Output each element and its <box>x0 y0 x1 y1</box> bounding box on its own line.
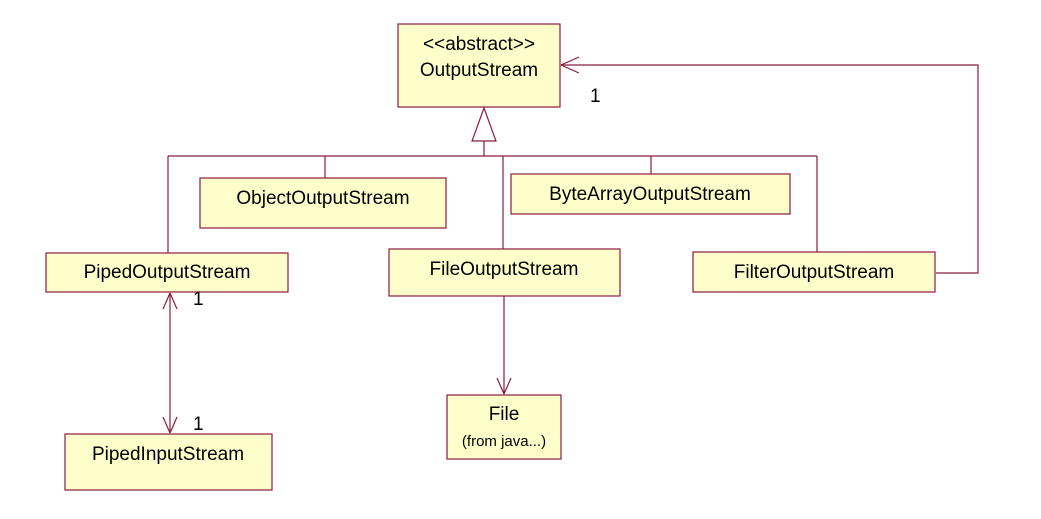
filter-to-outputstream-association <box>560 56 979 274</box>
class-outputstream: <<abstract>> OutputStream <box>397 23 561 108</box>
class-filteroutputstream: FilterOutputStream <box>692 251 936 293</box>
pipedoutputstream-name: PipedOutputStream <box>84 262 251 283</box>
fileoutputstream-to-file-association <box>496 296 512 395</box>
class-pipedinputstream: PipedInputStream <box>64 433 273 491</box>
objectoutputstream-name: ObjectOutputStream <box>236 188 409 209</box>
file-name: File <box>489 404 520 425</box>
outputstream-name: OutputStream <box>420 60 538 81</box>
multiplicity-filter-to-output: 1 <box>590 86 601 107</box>
outputstream-stereotype: <<abstract>> <box>423 34 535 55</box>
class-fileoutputstream: FileOutputStream <box>388 248 621 297</box>
multiplicity-piped-output-end: 1 <box>193 289 204 310</box>
pipedinputstream-name: PipedInputStream <box>92 444 244 465</box>
bytearrayoutputstream-name: ByteArrayOutputStream <box>549 184 751 205</box>
class-pipedoutputstream: PipedOutputStream <box>45 252 289 293</box>
piped-bidirectional-association <box>162 292 178 434</box>
generalization-arrowhead <box>471 106 497 142</box>
class-bytearrayoutputstream: ByteArrayOutputStream <box>510 173 791 215</box>
class-objectoutputstream: ObjectOutputStream <box>199 177 447 229</box>
fileoutputstream-name: FileOutputStream <box>430 259 579 280</box>
filteroutputstream-name: FilterOutputStream <box>734 262 895 283</box>
class-file: File (from java...) <box>446 394 562 460</box>
inheritance-connectors <box>167 141 818 253</box>
file-package: (from java...) <box>462 433 546 450</box>
multiplicity-piped-input-end: 1 <box>193 414 204 435</box>
